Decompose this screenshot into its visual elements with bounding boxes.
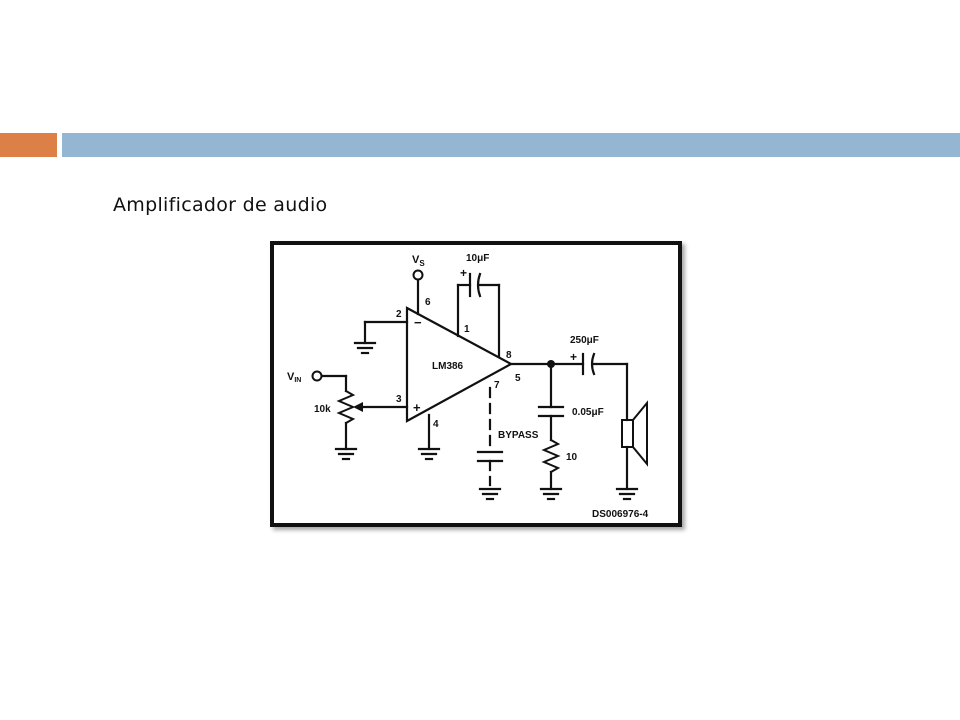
- zobel-capacitor-label: 0.05μF: [572, 407, 604, 418]
- ground-symbol-speaker: [615, 487, 639, 501]
- supply-label: VS: [412, 254, 425, 268]
- output-junction: [547, 360, 555, 368]
- gain-capacitor-polarity: +: [460, 266, 467, 280]
- speaker-cone-icon: [632, 400, 648, 467]
- title-accent-orange: [0, 133, 57, 157]
- supply-terminal: [412, 269, 424, 281]
- ground-symbol-pin4: [417, 447, 441, 461]
- speaker-coil: [621, 419, 634, 448]
- pin-1-label: 1: [464, 324, 470, 335]
- ground-symbol-bypass: [478, 487, 502, 501]
- pin-6-label: 6: [425, 297, 431, 308]
- bypass-label: BYPASS: [498, 430, 539, 441]
- plus-input-label: +: [413, 400, 421, 415]
- wiper-arrow: [353, 402, 363, 412]
- ground-symbol-pin2: [353, 341, 377, 355]
- pin-5-label: 5: [515, 373, 521, 384]
- circuit-schematic: VS 6 10μF + 2 − 1 8 LM386 5 7 250μF + VI…: [287, 253, 649, 520]
- input-terminal: [311, 370, 323, 382]
- pin-3-label: 3: [396, 394, 402, 405]
- output-capacitor-polarity: +: [570, 350, 577, 364]
- ground-symbol-zobel: [539, 487, 563, 501]
- pin-8-label: 8: [506, 350, 512, 361]
- circuit-diagram-frame: VS 6 10μF + 2 − 1 8 LM386 5 7 250μF + VI…: [270, 241, 682, 527]
- output-capacitor-label: 250μF: [570, 335, 599, 346]
- pin-2-label: 2: [396, 309, 402, 320]
- potentiometer: [336, 389, 356, 425]
- potentiometer-label: 10k: [314, 404, 331, 415]
- gain-capacitor-label: 10μF: [466, 253, 489, 264]
- minus-input-label: −: [414, 315, 422, 330]
- title-accent-blue: [62, 133, 960, 157]
- ground-symbol-pot: [334, 447, 358, 461]
- ic-label: LM386: [432, 361, 464, 372]
- zobel-resistor: [541, 438, 561, 474]
- input-label: VIN: [287, 371, 301, 384]
- pin-7-label: 7: [494, 380, 500, 391]
- pin-4-label: 4: [433, 419, 439, 430]
- slide-title: Amplificador de audio: [113, 194, 328, 216]
- figure-id: DS006976-4: [592, 509, 649, 520]
- zobel-resistor-label: 10: [566, 452, 578, 463]
